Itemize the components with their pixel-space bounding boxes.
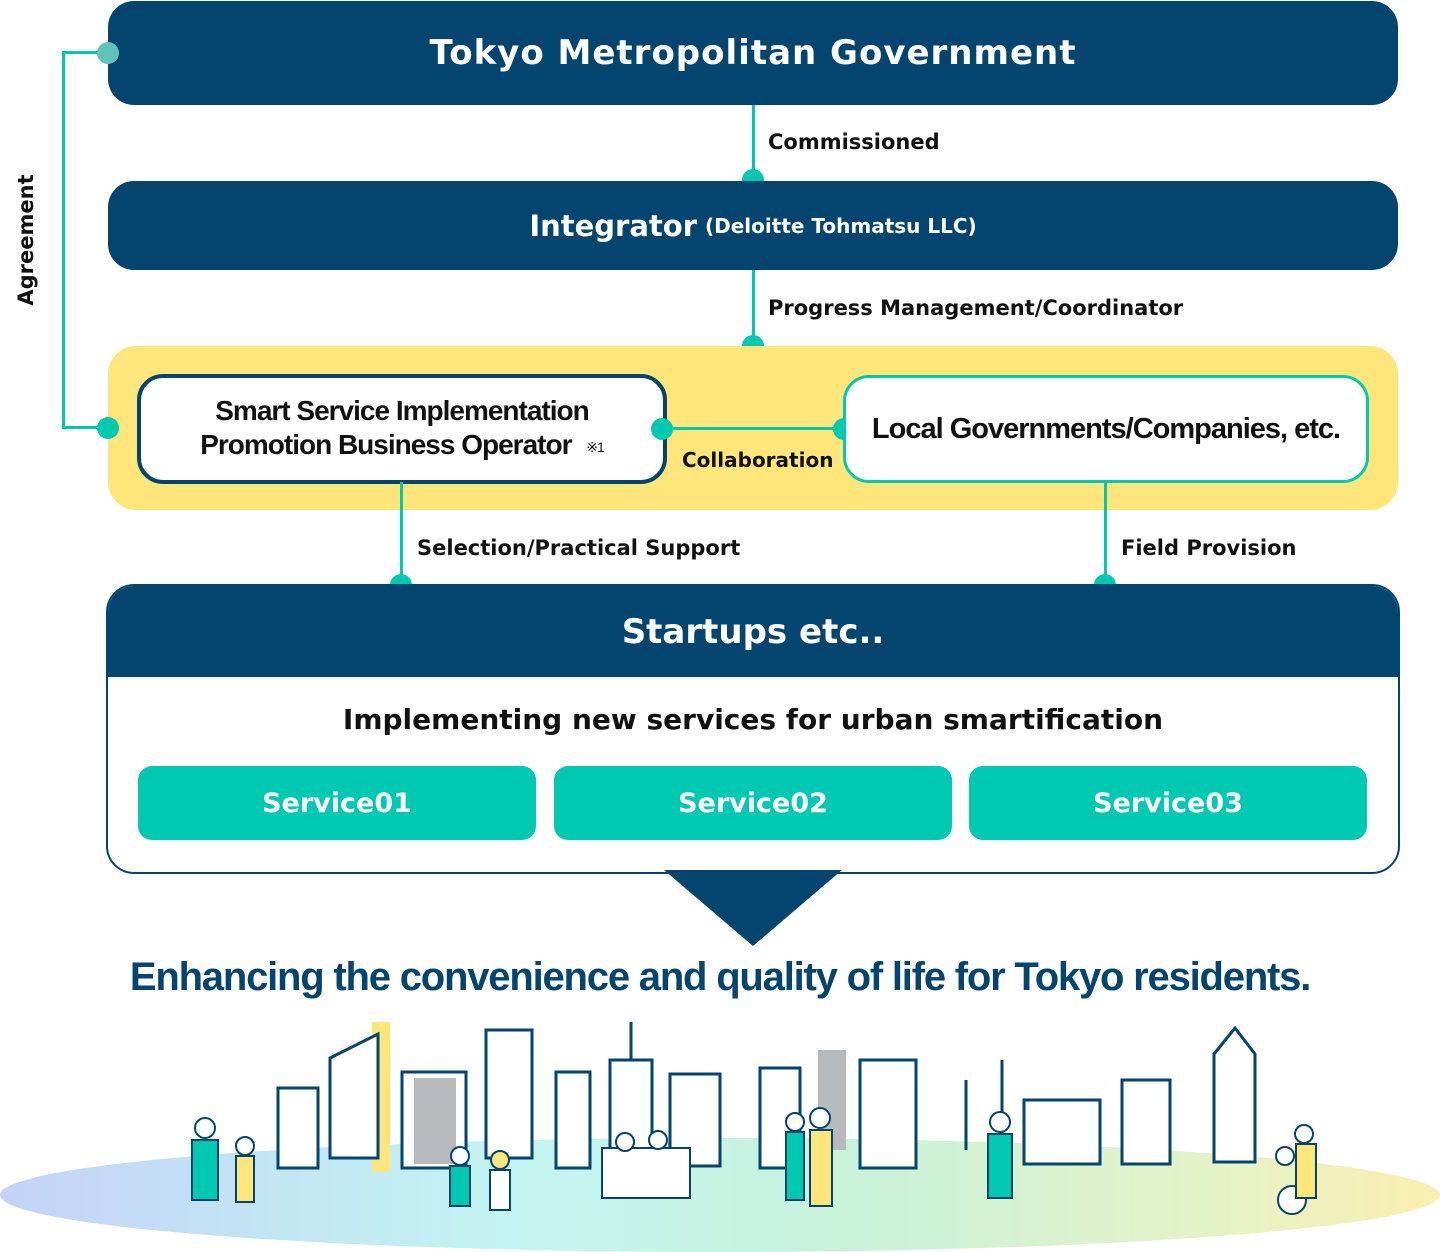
startups-title: Startups etc.. bbox=[621, 611, 885, 652]
agreement-dot-bottom bbox=[97, 417, 119, 439]
commissioned-label: Commissioned bbox=[768, 130, 940, 154]
operator-line2: Promotion Business Operator bbox=[200, 429, 572, 461]
service-02: Service02 bbox=[554, 766, 952, 840]
tokyo-government-title: Tokyo Metropolitan Government bbox=[429, 33, 1077, 73]
service-01: Service01 bbox=[138, 766, 536, 840]
buildings bbox=[276, 1022, 1257, 1172]
progress-line bbox=[752, 270, 755, 346]
field-line bbox=[1104, 481, 1107, 584]
integrator-detail: (Deloitte Tohmatsu LLC) bbox=[705, 213, 977, 238]
collaboration-line bbox=[662, 427, 842, 430]
progress-label: Progress Management/Coordinator bbox=[768, 296, 1184, 320]
headline: Enhancing the convenience and quality of… bbox=[129, 955, 1311, 999]
service-01-label: Service01 bbox=[262, 787, 412, 819]
agreement-dot-top bbox=[97, 42, 119, 64]
agreement-line-top bbox=[62, 51, 110, 54]
local-governments-title: Local Governments/Companies, etc. bbox=[871, 412, 1341, 445]
selection-label: Selection/Practical Support bbox=[417, 536, 741, 560]
service-03: Service03 bbox=[969, 766, 1367, 840]
operator-line1: Smart Service Implementation bbox=[215, 395, 589, 427]
operator-box: Smart Service Implementation Promotion B… bbox=[137, 374, 667, 484]
service-03-label: Service03 bbox=[1093, 787, 1243, 819]
agreement-line bbox=[62, 52, 65, 429]
residents bbox=[191, 1107, 1317, 1215]
agreement-line-bottom bbox=[62, 426, 110, 429]
commissioned-line bbox=[752, 105, 755, 181]
tokyo-government-box: Tokyo Metropolitan Government bbox=[108, 1, 1398, 105]
integrator-name: Integrator bbox=[529, 208, 697, 243]
collaboration-label: Collaboration bbox=[682, 448, 834, 472]
operator-note: ※1 bbox=[586, 438, 605, 455]
operator-line2-wrap: Promotion Business Operator ※1 bbox=[200, 428, 605, 464]
selection-line bbox=[400, 482, 403, 584]
ground-ellipse bbox=[0, 1138, 1440, 1252]
service-02-label: Service02 bbox=[678, 787, 828, 819]
field-label: Field Provision bbox=[1121, 536, 1297, 560]
startups-subtitle: Implementing new services for urban smar… bbox=[342, 703, 1164, 736]
down-arrow-icon bbox=[664, 870, 842, 946]
agreement-label: Agreement bbox=[14, 174, 38, 306]
startups-header: Startups etc.. bbox=[108, 586, 1398, 677]
local-governments-box: Local Governments/Companies, etc. bbox=[843, 375, 1369, 483]
collaboration-dot-left bbox=[651, 418, 673, 440]
integrator-box: Integrator (Deloitte Tohmatsu LLC) bbox=[108, 181, 1398, 270]
city-illustration bbox=[0, 1022, 1440, 1252]
